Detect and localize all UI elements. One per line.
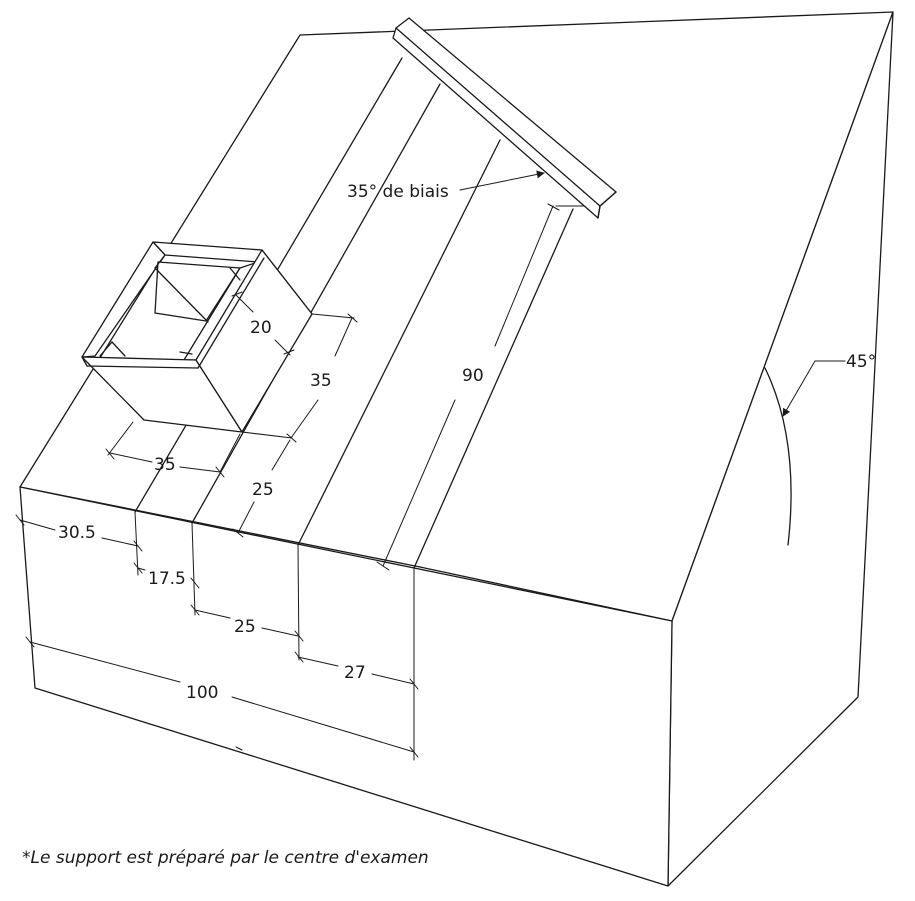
dim-27-label: 27	[344, 663, 366, 683]
bevel-label: 35° de biais	[347, 182, 449, 202]
dim-20-label: 20	[250, 318, 272, 338]
dim-25-slope-label: 25	[252, 480, 274, 500]
bevel-leader	[459, 170, 545, 191]
dim-17-5-label: 17.5	[148, 569, 186, 589]
front-face	[19, 486, 673, 887]
dimension-lines	[15, 203, 585, 761]
footnote: *Le support est préparé par le centre d'…	[22, 848, 429, 868]
dim-35-horizontal-label: 35	[154, 455, 176, 475]
dim-100-label: 100	[186, 683, 218, 703]
angle-marker	[764, 360, 846, 546]
dim-35-vertical-label: 35	[310, 371, 332, 391]
dim-90-label: 90	[462, 366, 484, 386]
chimney-frame	[81, 241, 313, 433]
dim-30-5-label: 30.5	[58, 523, 96, 543]
dim-25-bottom-label: 25	[234, 617, 256, 637]
support-block	[19, 11, 894, 887]
bevelled-batten	[392, 17, 617, 219]
angle-label: 45°	[846, 352, 876, 372]
